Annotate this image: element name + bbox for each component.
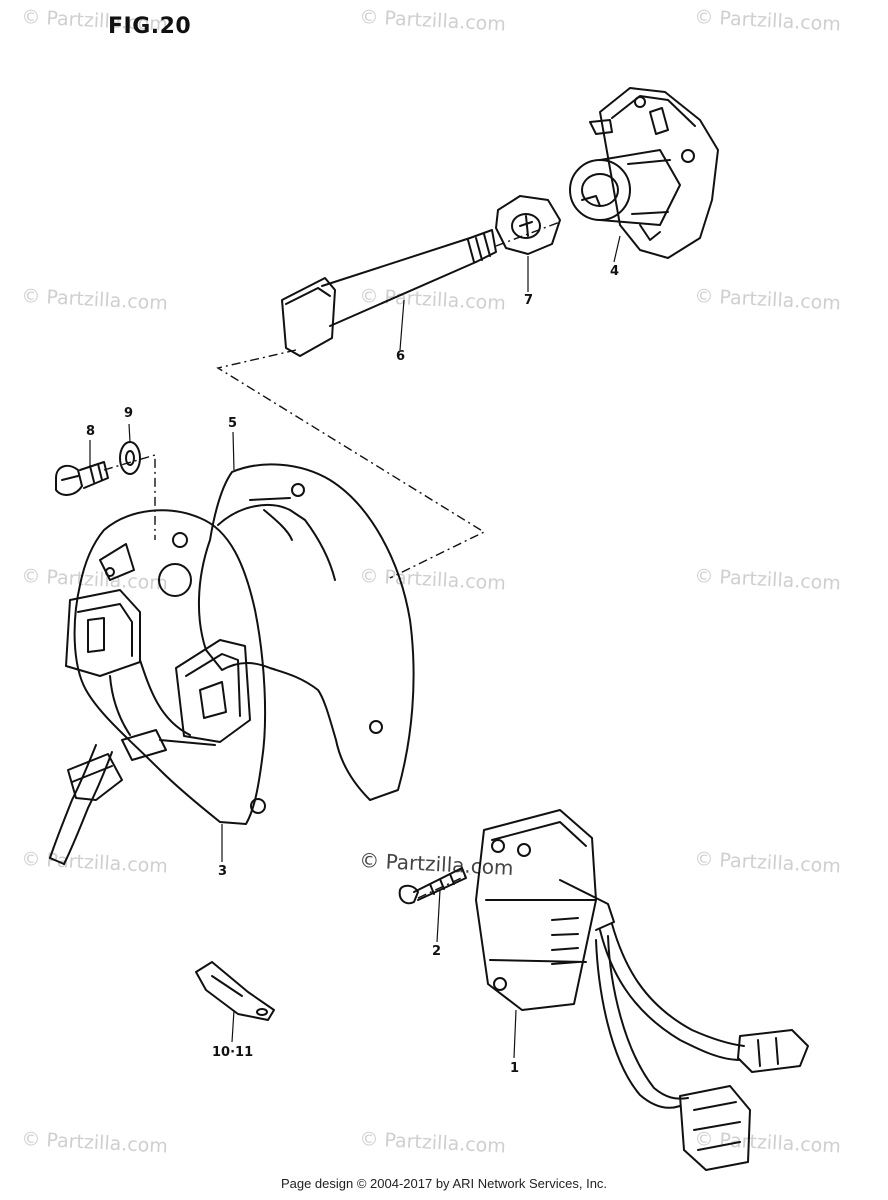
part-4-governor <box>569 87 719 259</box>
part-8-screw <box>55 461 109 496</box>
callout-8: 8 <box>86 424 96 439</box>
callout-4: 4 <box>610 264 620 279</box>
leader-1 <box>513 1009 517 1059</box>
part-10-11-clamp <box>195 961 275 1021</box>
leader-6 <box>399 299 405 351</box>
part-6-bolt <box>281 229 497 357</box>
assembly-line-bolt <box>216 349 486 579</box>
footer-copyright: Page design © 2004-2017 by ARI Network S… <box>280 1176 608 1191</box>
callout-2: 2 <box>432 944 442 959</box>
leader-5 <box>232 431 235 471</box>
part-3-base-plate <box>49 509 267 865</box>
callout-9: 9 <box>124 406 134 421</box>
leader-9 <box>128 423 131 443</box>
assembly-line-screw <box>103 454 156 540</box>
part-9-washer <box>119 441 141 475</box>
part-2-screw <box>398 867 467 905</box>
callout-3: 3 <box>218 864 228 879</box>
part-5-gasket <box>197 463 415 801</box>
callout-10-11: 10·11 <box>212 1045 254 1060</box>
callout-7: 7 <box>524 293 534 308</box>
part-7-nut <box>495 195 561 255</box>
callout-5: 5 <box>228 416 238 431</box>
part-1-module <box>475 809 809 1171</box>
callout-6: 6 <box>396 349 406 364</box>
leader-2 <box>436 889 441 943</box>
leader-10-11 <box>231 1009 235 1043</box>
figure-title: FIG.20 <box>108 14 192 39</box>
leader-4 <box>613 235 621 263</box>
callout-1: 1 <box>510 1061 520 1076</box>
